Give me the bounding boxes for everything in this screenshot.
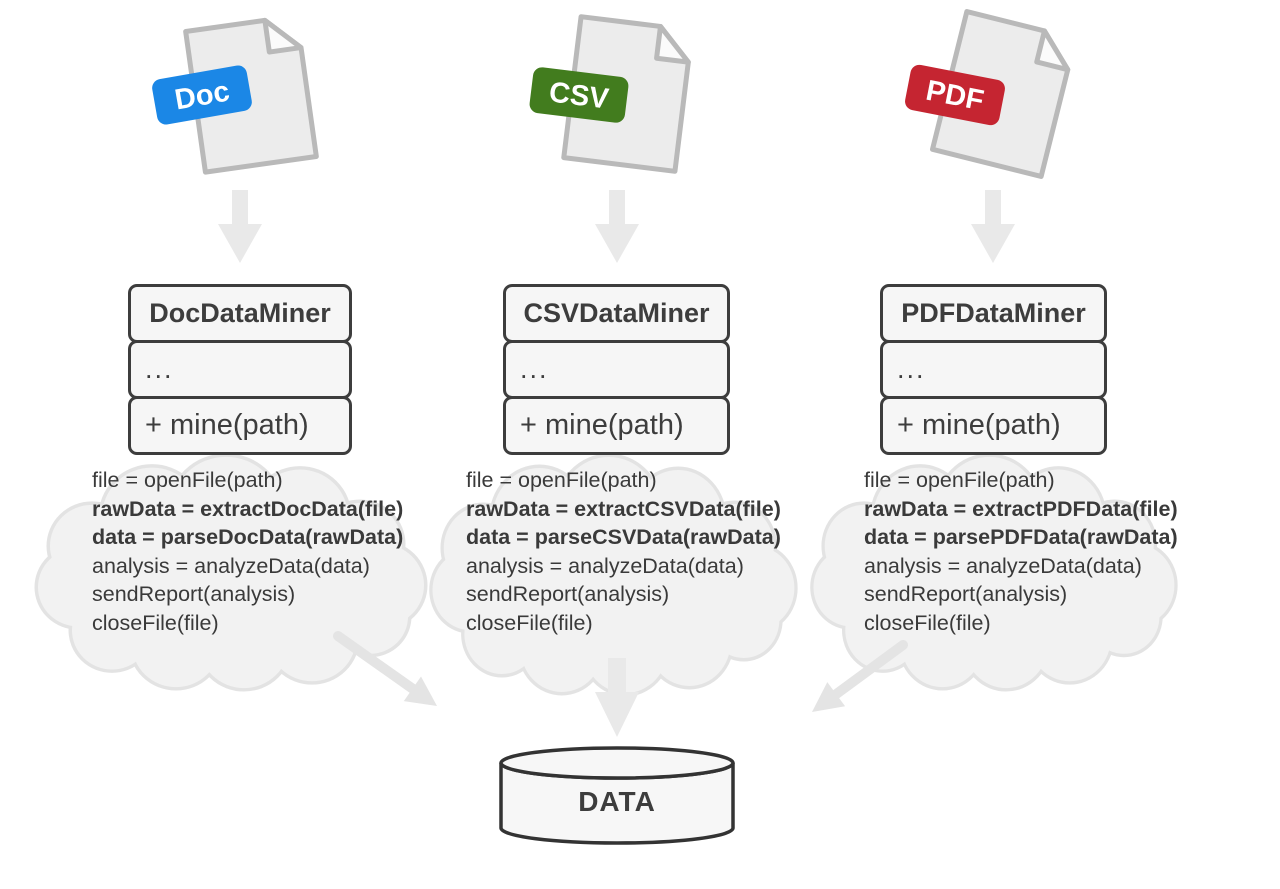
- code-line: data = parsePDFData(rawData): [864, 525, 1178, 549]
- csv-down-arrow: [595, 190, 639, 263]
- csv-file-icon: CSV: [529, 14, 691, 174]
- pdf-down-arrow: [971, 190, 1015, 263]
- class-method: + mine(path): [880, 396, 1107, 455]
- class-attributes: ...: [880, 340, 1107, 399]
- code-line: data = parseDocData(rawData): [92, 525, 404, 549]
- class-title: DocDataMiner: [128, 284, 352, 343]
- csv-badge-label: CSV: [547, 76, 611, 115]
- csv-cloud-to-db-arrow: [595, 658, 639, 737]
- class-method: + mine(path): [128, 396, 352, 455]
- doc-file-icon: Doc: [152, 17, 319, 175]
- code-line: data = parseCSVData(rawData): [466, 525, 781, 549]
- code-line: analysis = analyzeData(data): [92, 553, 370, 578]
- code-line: rawData = extractDocData(file): [92, 496, 404, 521]
- csv-mine-pseudocode: file = openFile(path) rawData = extractC…: [466, 466, 781, 637]
- code-line: sendReport(analysis): [864, 582, 1068, 606]
- data-store-label: DATA: [578, 786, 656, 817]
- doc-data-miner-class: DocDataMiner ... + mine(path): [128, 284, 352, 455]
- code-line: rawData = extractPDFData(file): [864, 496, 1178, 521]
- doc-badge: [152, 65, 252, 125]
- pdf-file-icon: PDF: [905, 9, 1071, 179]
- doc-cloud-to-db-arrow: [333, 631, 437, 706]
- pdf-mine-pseudocode: file = openFile(path) rawData = extractP…: [864, 466, 1178, 637]
- pdf-data-miner-class: PDFDataMiner ... + mine(path): [880, 284, 1107, 455]
- class-title: PDFDataMiner: [880, 284, 1107, 343]
- code-line: closeFile(file): [864, 610, 991, 635]
- class-attributes: ...: [128, 340, 352, 399]
- pdf-badge: [905, 64, 1005, 126]
- code-line: sendReport(analysis): [466, 582, 670, 606]
- class-method: + mine(path): [503, 396, 730, 455]
- code-line: file = openFile(path): [466, 468, 657, 492]
- doc-down-arrow: [218, 190, 262, 263]
- code-line: analysis = analyzeData(data): [864, 553, 1142, 578]
- code-line: file = openFile(path): [92, 468, 283, 492]
- class-title: CSVDataMiner: [503, 284, 730, 343]
- class-attributes: ...: [503, 340, 730, 399]
- code-line: analysis = analyzeData(data): [466, 553, 744, 578]
- csv-badge: [529, 67, 629, 123]
- data-store-cylinder: [499, 746, 735, 845]
- csv-data-miner-class: CSVDataMiner ... + mine(path): [503, 284, 730, 455]
- code-line: closeFile(file): [92, 610, 219, 635]
- pdf-cloud-to-db-arrow: [812, 640, 908, 712]
- code-line: sendReport(analysis): [92, 582, 296, 606]
- doc-mine-pseudocode: file = openFile(path) rawData = extractD…: [92, 466, 403, 637]
- code-line: file = openFile(path): [864, 468, 1055, 492]
- code-line: closeFile(file): [466, 610, 593, 635]
- code-line: rawData = extractCSVData(file): [466, 496, 781, 521]
